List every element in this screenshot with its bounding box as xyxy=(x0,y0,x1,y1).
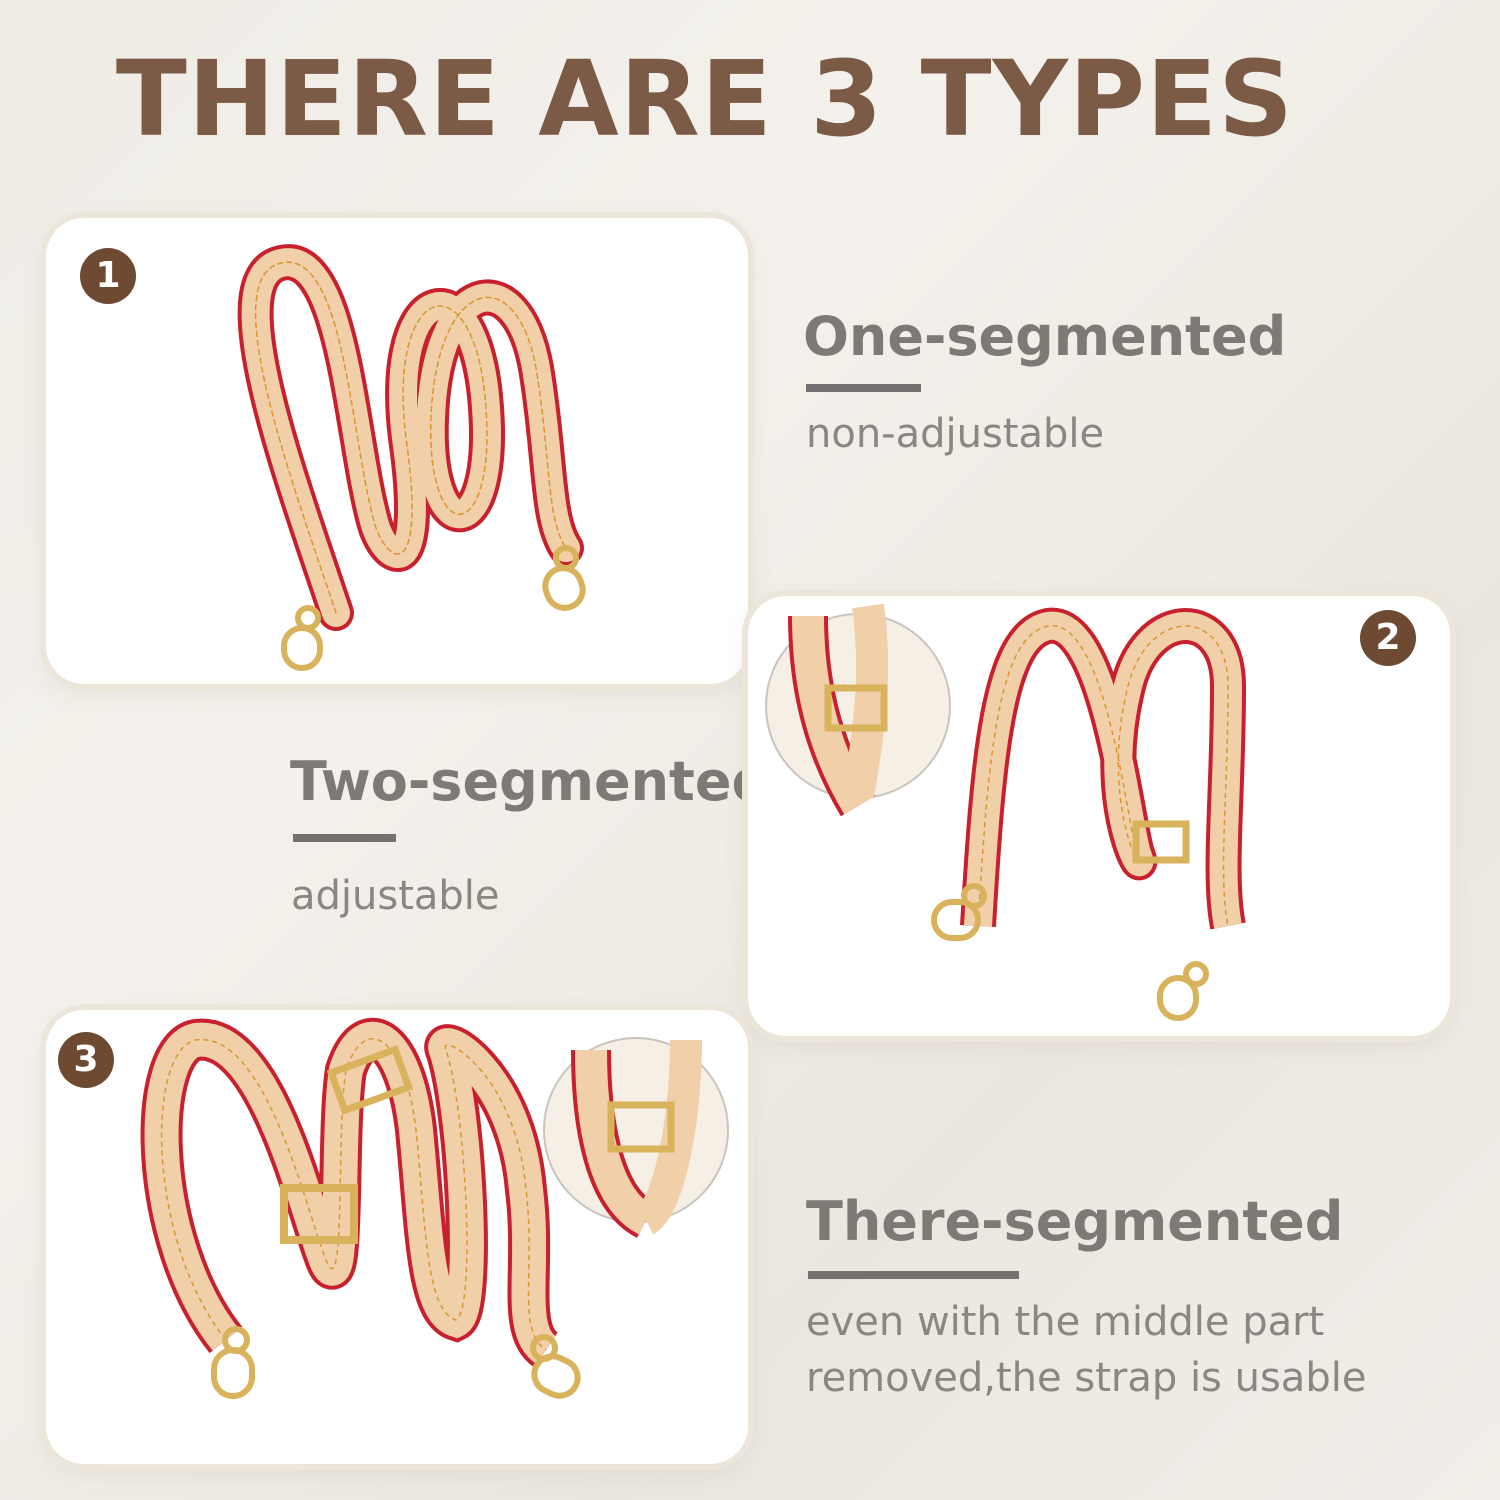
type-3-card: 3 xyxy=(46,1010,748,1464)
type-2-description: adjustable xyxy=(291,873,500,919)
type-2-number-badge: 2 xyxy=(1360,610,1416,666)
type-1-number-badge: 1 xyxy=(80,248,136,304)
type-3-divider xyxy=(808,1271,1019,1279)
type-3-description-line-2: removed,the strap is usable xyxy=(806,1355,1367,1401)
page-title: THERE ARE 3 TYPES xyxy=(115,38,1295,160)
type-2-divider xyxy=(293,834,396,842)
type-2-card: 2 xyxy=(748,596,1450,1036)
type-1-description: non-adjustable xyxy=(806,411,1105,457)
type-1-divider xyxy=(806,384,921,392)
type-1-card: 1 xyxy=(46,218,748,684)
three-segment-strap-image xyxy=(140,1017,729,1399)
type-2-title: Two-segmented xyxy=(290,750,771,813)
type-3-description-line-1: even with the middle part xyxy=(806,1299,1325,1345)
type-1-title: One-segmented xyxy=(803,305,1287,368)
one-segment-strap-image xyxy=(237,244,586,671)
type-3-number-badge: 3 xyxy=(58,1032,114,1088)
two-segment-strap-image xyxy=(765,603,1247,1021)
type-3-title: There-segmented xyxy=(806,1190,1344,1253)
